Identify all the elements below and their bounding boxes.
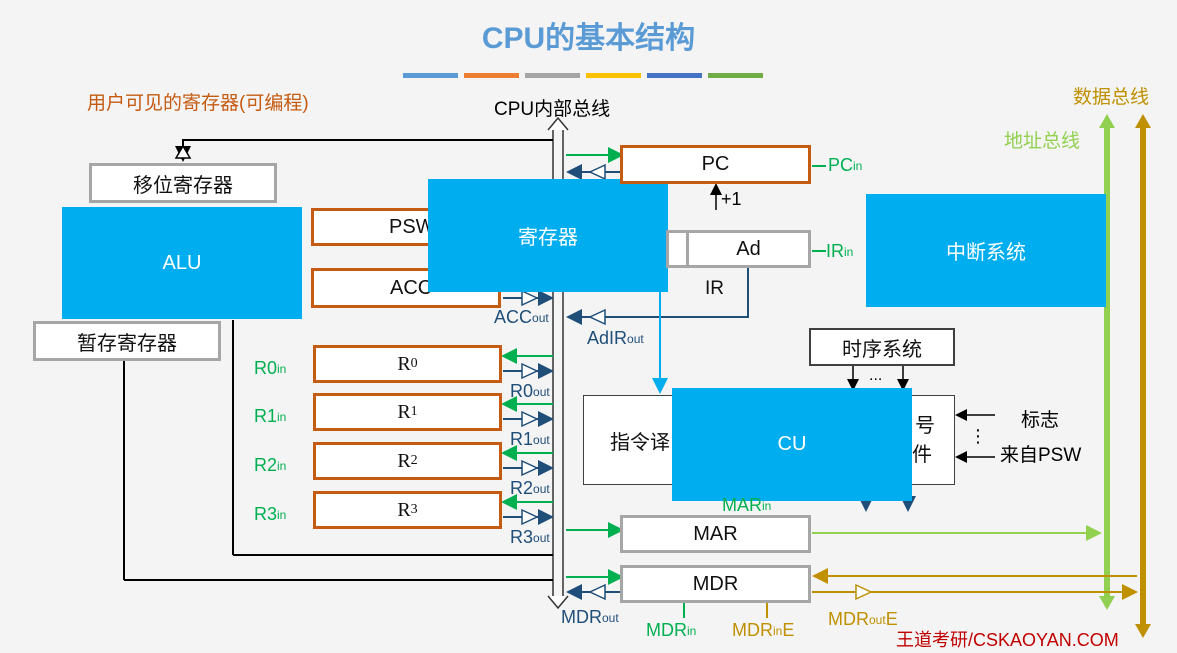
timing-system: 时序系统 <box>809 328 955 366</box>
r3-out-signal: R3out <box>510 527 550 547</box>
register-r3-subscript: 3 <box>410 502 418 517</box>
register-r3-label: R <box>397 498 411 521</box>
pc-register: PC <box>620 145 811 184</box>
mdr-in-e-signal: MDRinE <box>732 620 795 640</box>
title-color-segment <box>403 73 458 78</box>
mdr-register: MDR <box>620 565 811 603</box>
ir-address-field: Ad <box>686 230 811 268</box>
flags-label: 标志 <box>1021 410 1060 431</box>
mdr-wires <box>566 568 1138 618</box>
r0-out-buffer <box>521 362 539 380</box>
decoder-label: 指令译 <box>610 431 670 454</box>
title-color-segment <box>708 73 763 78</box>
pc-wires <box>566 147 826 252</box>
title-color-bar <box>403 73 763 78</box>
register-r1-label: R <box>397 400 411 423</box>
mar-wires <box>566 522 1102 541</box>
r2-out-buffer <box>521 459 539 477</box>
register-r1-subscript: 1 <box>410 404 418 419</box>
r2-in-signal: R2in <box>254 455 287 475</box>
flags-dots: ⋮ <box>969 426 987 446</box>
pc-in-signal: PCin <box>828 155 863 175</box>
adir-out-signal: AdIRout <box>587 328 644 348</box>
timing-wires <box>847 366 995 463</box>
alu: ALU <box>62 207 302 319</box>
register-r2-label: R <box>397 449 411 472</box>
mdr-in-signal: MDRin <box>646 620 697 640</box>
r1-out-buffer <box>521 410 539 428</box>
temp-register: 暂存寄存器 <box>33 321 221 361</box>
timing-dots: ... <box>869 367 883 384</box>
register-r0-subscript: 0 <box>410 356 418 371</box>
ir-in-signal: IRin <box>826 241 854 261</box>
pc-increment-label: +1 <box>721 189 742 209</box>
signal-label-partial-2: 件 <box>912 444 932 466</box>
ir-label: IR <box>705 278 724 299</box>
r0-out-signal: R0out <box>510 381 550 401</box>
user-visible-registers-label: 用户可见的寄存器(可编程) <box>87 93 309 114</box>
mar-register: MAR <box>620 515 811 553</box>
shift-register: 移位寄存器 <box>89 163 277 203</box>
brand-watermark: 王道考研/CSKAOYAN.COM <box>896 630 1119 650</box>
register-r2-subscript: 2 <box>410 453 418 468</box>
title-color-segment <box>464 73 519 78</box>
address-bus <box>1099 114 1115 610</box>
from-psw-label: 来自PSW <box>1000 445 1082 466</box>
r0-in-signal: R0in <box>254 358 287 378</box>
mdr-out-signal: MDRout <box>561 607 619 627</box>
control-unit: CU <box>672 388 912 501</box>
interrupt-system: 中断系统 <box>866 194 1106 307</box>
ir-opcode-field <box>666 230 688 268</box>
internal-bus-label: CPU内部总线 <box>494 99 611 120</box>
title-color-segment <box>525 73 580 78</box>
acc-out-signal: ACCout <box>494 307 549 327</box>
page-title: CPU的基本结构 <box>481 22 696 55</box>
mdr-out-e-signal: MDRoutE <box>828 609 898 629</box>
r1-out-signal: R1out <box>510 429 550 449</box>
signal-label-partial: 号 <box>915 415 935 437</box>
r1-in-signal: R1in <box>254 406 287 426</box>
cu-control-lines <box>858 496 916 512</box>
r3-in-signal: R3in <box>254 504 287 524</box>
adir-out-wires <box>566 268 749 326</box>
mar-in-signal: MARin <box>722 495 772 515</box>
r2-out-signal: R2out <box>510 478 550 498</box>
title-color-segment <box>586 73 641 78</box>
gp-register-wires <box>501 348 554 526</box>
register-r0-label: R <box>397 352 411 375</box>
acc-out-wires <box>503 289 554 307</box>
data-bus <box>1135 114 1151 638</box>
registers-block: 寄存器 <box>428 179 668 292</box>
r3-out-buffer <box>521 508 539 526</box>
title-color-segment <box>647 73 702 78</box>
address-bus-label: 地址总线 <box>1004 131 1081 152</box>
data-bus-label: 数据总线 <box>1073 87 1150 108</box>
